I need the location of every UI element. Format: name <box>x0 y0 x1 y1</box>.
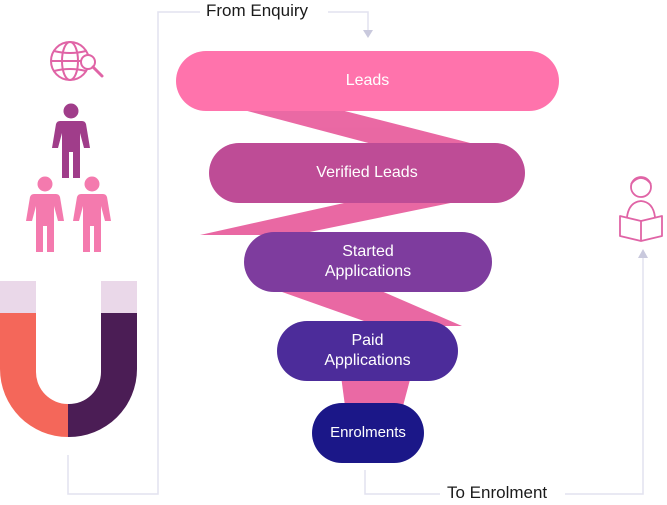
globe-search-icon <box>50 41 104 81</box>
stage-pill-shape <box>244 232 492 292</box>
stage-verified-leads-label: Verified Leads <box>316 164 418 181</box>
enrolment-flow-line <box>364 470 440 495</box>
magnet-icon <box>0 281 137 438</box>
stage-pill-shape <box>312 403 424 463</box>
stage-leads: Leads <box>176 51 559 111</box>
enquiry-arrow-line <box>328 11 369 34</box>
magnet-right-arm <box>68 313 137 438</box>
enrolment-arrow-line <box>565 254 644 495</box>
funnel-connectors <box>200 108 478 406</box>
enquiry-flow-line <box>67 11 200 495</box>
magnet-left-arm <box>0 313 68 437</box>
enquiry-arrowhead <box>363 30 373 38</box>
stage-paid-applications: Paid Applications <box>277 321 458 381</box>
stage-pill-shape <box>209 143 525 203</box>
stage-paid-line2: Applications <box>324 352 411 369</box>
stage-started-line2: Applications <box>324 263 412 280</box>
magnet-tip-left <box>0 281 36 313</box>
person-icon <box>52 103 90 178</box>
stage-enrolments: Enrolments <box>312 403 424 463</box>
stage-paid-line1: Paid <box>351 332 384 349</box>
people-icon <box>26 176 111 252</box>
stage-pill-shape <box>176 51 559 111</box>
stage-started-line1: Started <box>342 243 394 260</box>
magnet-tip-right <box>101 281 137 313</box>
stage-started-applications: Started Applications <box>244 232 492 292</box>
stage-pill-shape <box>277 321 458 381</box>
enrolment-arrowhead <box>638 249 648 258</box>
stage-enrolments-label: Enrolments <box>330 424 406 441</box>
from-enquiry-label: From Enquiry <box>202 1 313 21</box>
funnel-stages-shapes <box>176 51 559 463</box>
student-reading-icon <box>619 176 663 242</box>
stage-verified-leads: Verified Leads <box>209 143 525 203</box>
to-enrolment-label: To Enrolment <box>443 483 552 503</box>
flow-lines <box>67 11 644 495</box>
stage-leads-label: Leads <box>345 72 390 89</box>
